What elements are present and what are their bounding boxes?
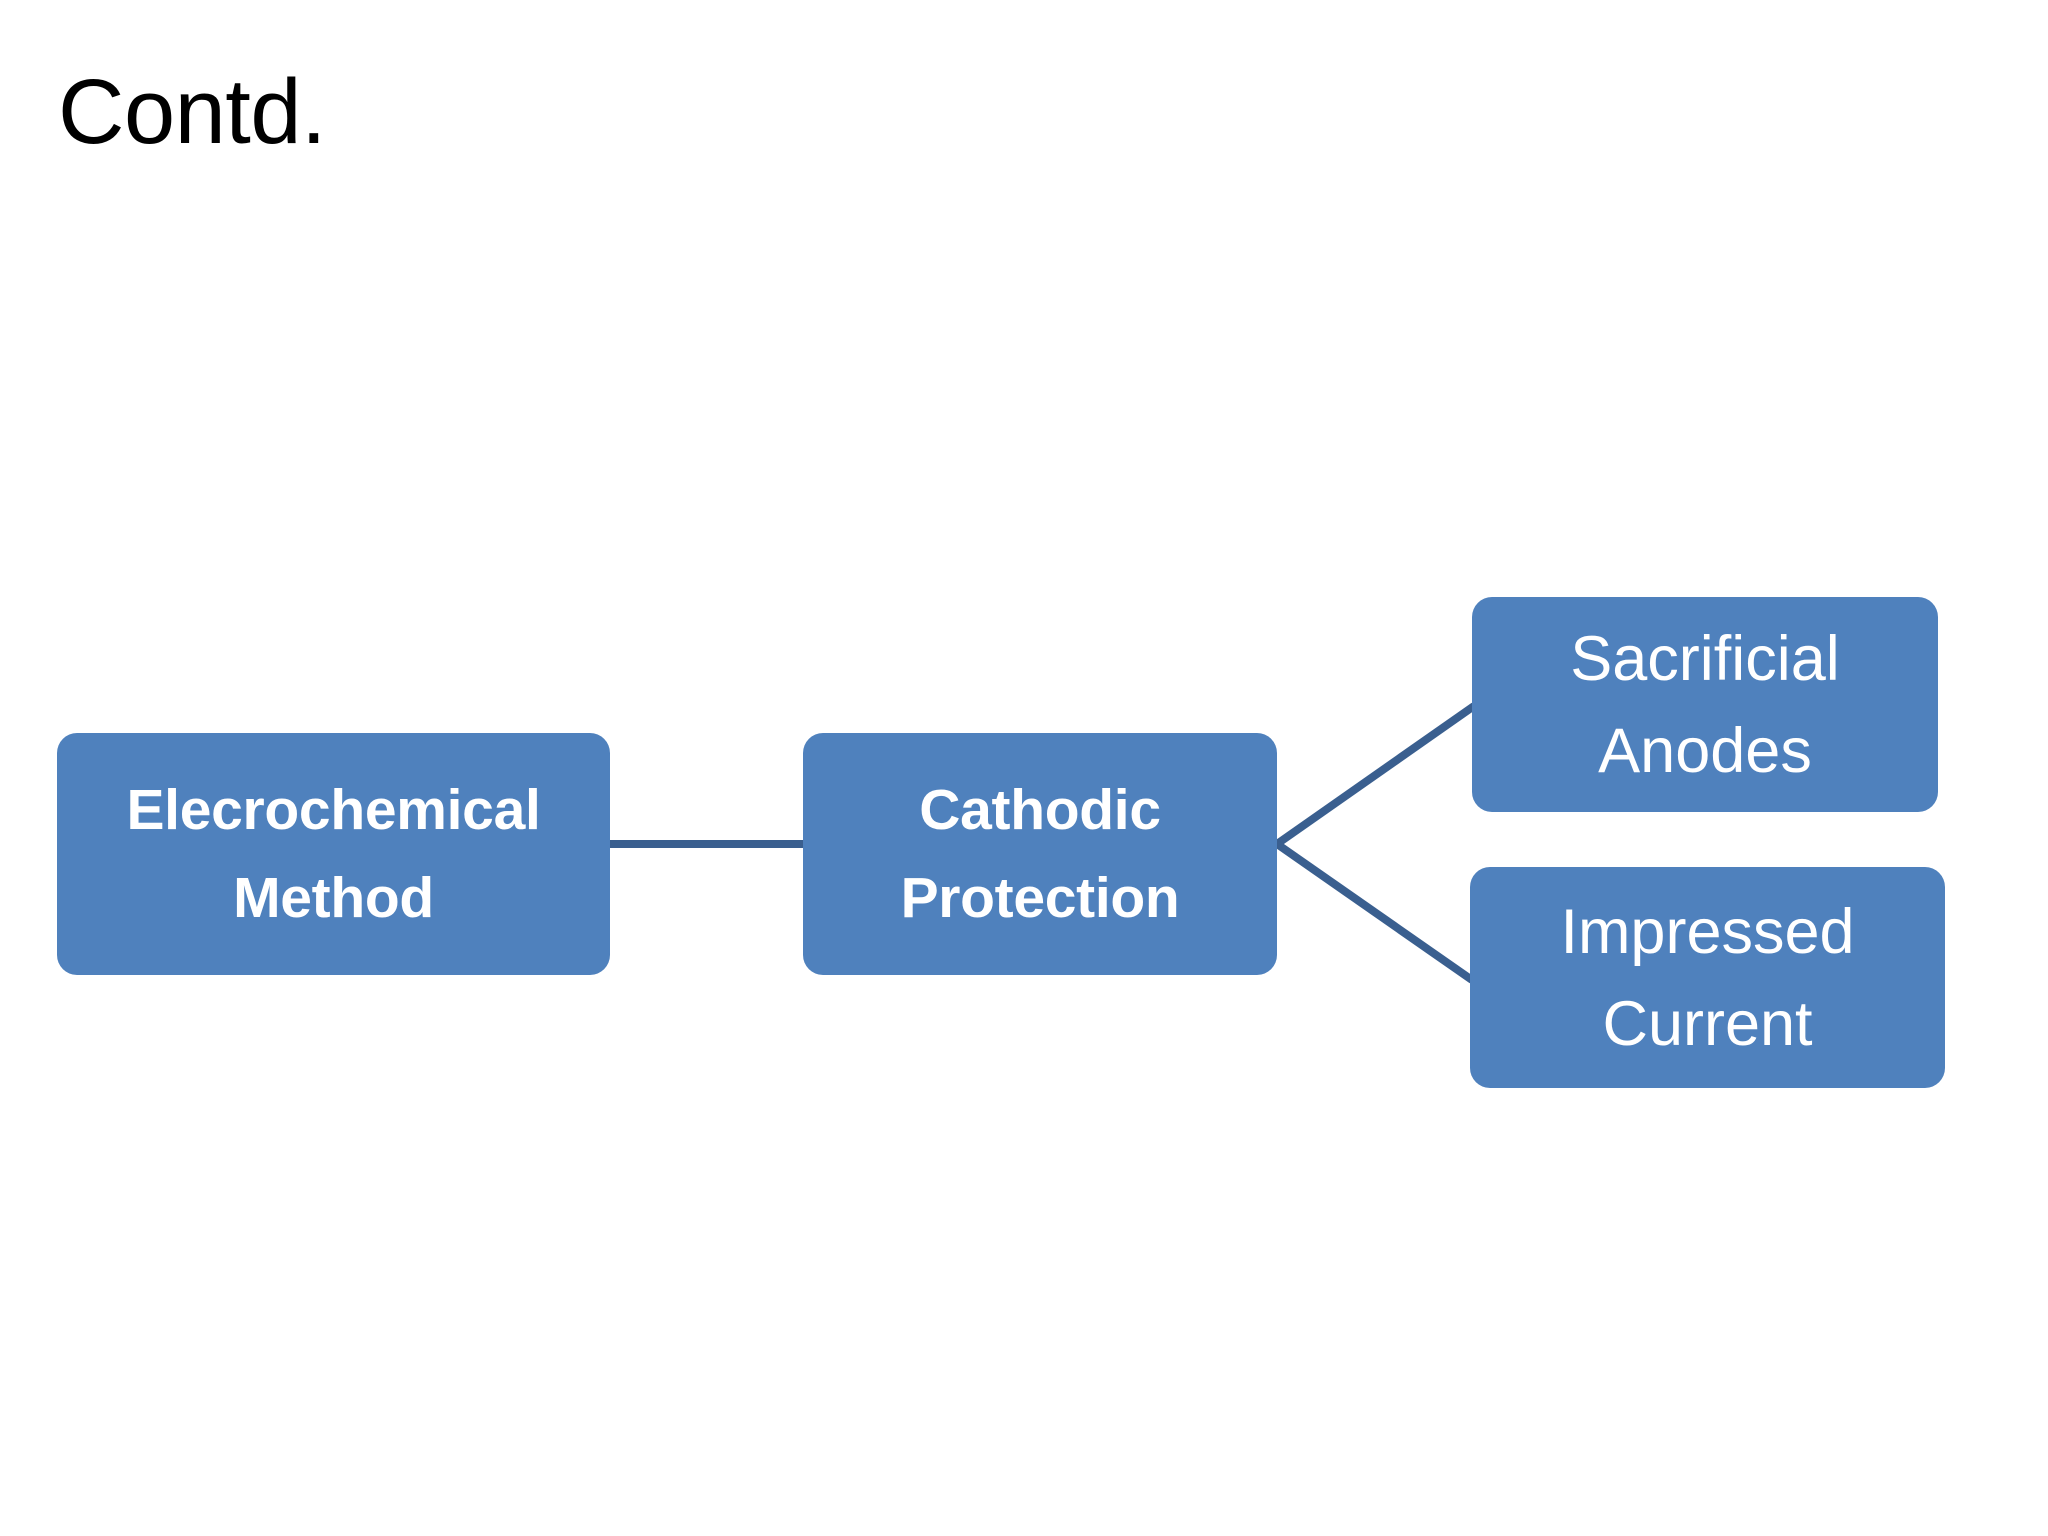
node-impressed-current-label: Impressed Current (1560, 896, 1855, 1059)
connector-cathodic-to-sacrificial (1274, 702, 1477, 848)
connector-cathodic-to-impressed (1274, 840, 1475, 984)
node-impressed-current[interactable]: Impressed Current (1470, 867, 1945, 1088)
node-sacrificial-anodes[interactable]: Sacrificial Anodes (1472, 597, 1938, 812)
node-electrochemical-method[interactable]: Elecrochemical Method (57, 733, 610, 975)
node-sacrificial-anodes-label: Sacrificial Anodes (1570, 623, 1840, 786)
node-cathodic-protection[interactable]: Cathodic Protection (803, 733, 1277, 975)
node-electrochemical-method-label: Elecrochemical Method (126, 778, 541, 930)
page-title: Contd. (58, 61, 327, 163)
node-cathodic-protection-label: Cathodic Protection (900, 778, 1180, 930)
